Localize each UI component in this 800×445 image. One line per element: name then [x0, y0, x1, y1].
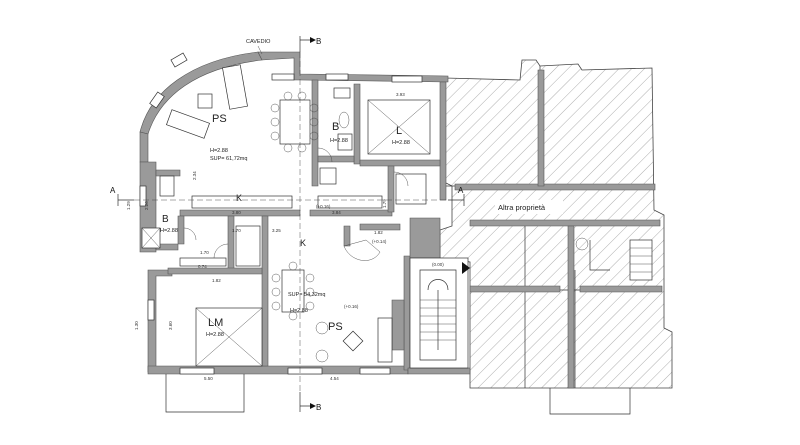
- room-ps-top-height: H=2.88: [210, 148, 228, 154]
- dim-12: 2.26: [144, 201, 149, 210]
- dim-8: 1.70: [200, 250, 209, 255]
- dim-7: 1.82: [212, 278, 221, 283]
- room-lm-height: H=2.88: [206, 332, 224, 338]
- dim-11: 2.34: [192, 171, 197, 180]
- room-l-top-height: H=2.88: [392, 140, 410, 146]
- windows: [139, 52, 631, 415]
- section-b-top-label: B: [316, 37, 321, 46]
- dim-1: 3.80: [232, 210, 241, 215]
- dim-16: 3.60: [168, 321, 173, 330]
- other-property-area: [439, 59, 673, 389]
- dim-13: 1.79: [382, 199, 387, 208]
- level-label-2: (+0.14): [372, 239, 387, 244]
- room-k-bottom-code: K: [300, 238, 306, 248]
- room-lm-code: LM: [208, 317, 223, 329]
- section-b-bottom-label: B: [316, 403, 321, 412]
- level-label-1: (+0.16): [316, 204, 331, 209]
- room-ps-bottom-height: H=2.88: [290, 308, 308, 314]
- section-a-left-label: A: [110, 186, 116, 195]
- room-ps-bottom-surface: SUP= 54,32mq: [288, 292, 325, 298]
- room-l-top-code: L: [396, 125, 402, 137]
- dim-5: 1.70: [232, 228, 241, 233]
- room-b-top-code: B: [332, 121, 339, 133]
- furniture: [141, 64, 431, 367]
- dim-2: 3.84: [332, 210, 341, 215]
- interior-walls: [155, 79, 441, 367]
- section-a-right-label: A: [458, 186, 464, 195]
- dim-10: 4.54: [330, 376, 339, 381]
- staircase: [409, 257, 470, 369]
- dim-6: 3.93: [396, 92, 405, 97]
- dim-14: 1.29: [126, 201, 131, 210]
- room-ps-bottom-code: PS: [328, 321, 343, 333]
- room-ps-top-code: PS: [212, 113, 227, 125]
- dim-15: 1.30: [134, 321, 139, 330]
- room-ps-top-surface: SUP= 61,72mq: [210, 156, 247, 162]
- dim-17: 0.74: [198, 264, 207, 269]
- dim-9: 5.50: [204, 376, 213, 381]
- cavedio-label: CAVEDIO: [246, 39, 271, 45]
- dim-3: 3.25: [272, 228, 281, 233]
- section-markers: [117, 36, 465, 412]
- other-property-label: Altra proprietà: [498, 203, 546, 212]
- room-k-top-code: K: [236, 193, 242, 203]
- room-b-top-height: H=2.88: [330, 138, 348, 144]
- room-b-left-code: B: [162, 214, 169, 225]
- level-label-4: (0.00): [432, 262, 444, 267]
- dim-4: 1.82: [374, 230, 383, 235]
- level-label-3: (+0.16): [344, 304, 359, 309]
- room-b-left-height: H=2.88: [160, 228, 178, 234]
